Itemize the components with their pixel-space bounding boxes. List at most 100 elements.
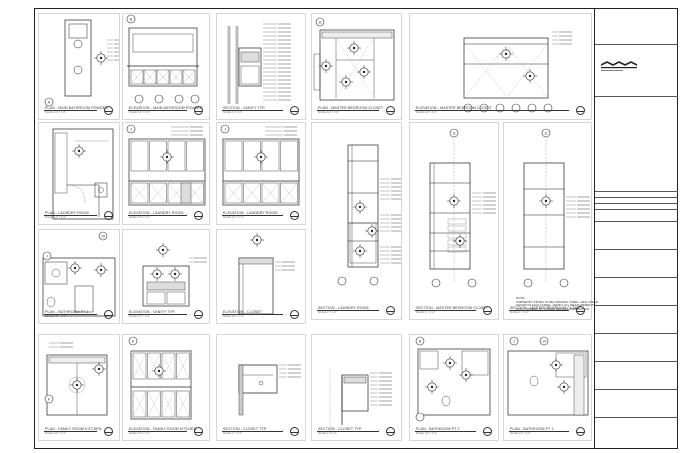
drawing-title: ELEVATION - MAIN BATHROOM POWDER [129,106,203,110]
svg-text:J: J [513,339,515,343]
drawing-panel-17: SECTION - CLOSET TYP.SCALE: 1" = 1'-0" [216,334,306,441]
svg-text:J: J [130,127,132,131]
drawing-scale: SCALE: 1" = 1'-0" [318,432,337,435]
drawing-linework [329,369,392,435]
title-underline [415,110,569,111]
title-block-divider [595,221,678,222]
svg-text:K: K [48,397,51,401]
drawing-number-bubble [483,427,492,436]
drawing-number-bubble [576,427,585,436]
drawing-title: PLAN - MASTER BEDROOM CLOSET [318,106,384,110]
drawing-linework: 11 [313,17,395,101]
title-underline [44,110,97,111]
svg-text:B: B [130,17,133,21]
drawing-number-bubble [290,211,299,220]
title-block-divider [595,417,678,418]
firm-logo [600,60,641,72]
drawing-scale: SCALE: 1/2" = 1'-0" [510,432,531,435]
title-block-divider [595,203,678,204]
drawing-title: ELEVATION - CLOSET [223,310,263,314]
title-underline [317,110,379,111]
title-block-divider [595,209,678,210]
svg-text:11: 11 [318,20,322,24]
drawing-number-bubble [290,106,299,115]
title-underline [222,431,283,432]
drawing-title: PLAN - BATHROOM PT 2 [416,427,460,431]
drawing-linework: J [126,124,206,206]
drawing-scale: SCALE: 1/2" = 1'-0" [223,216,244,219]
drawing-title: SECTION - VANITY TYP. [223,106,266,110]
title-underline [509,310,569,311]
drawing-scale: SCALE: 1/2" = 1'-0" [45,315,66,318]
drawing-title: ELEVATION - FAMILY ROOM KITCHEN [129,427,197,431]
drawing-number-bubble [194,427,203,436]
drawing-title: SECTION - MASTER BEDROOM CLOSET [510,306,583,310]
title-block-divider [595,277,678,278]
title-underline [44,215,97,216]
title-block-divider [595,333,678,334]
sheet-border [34,8,678,449]
drawing-title: PLAN - FAMILY ROOM KITCHEN [45,427,102,431]
title-block-divider [595,197,678,198]
title-underline [128,110,187,111]
title-block [594,8,678,449]
drawing-linework [463,31,572,113]
drawing-number-bubble [194,211,203,220]
title-underline [128,314,187,315]
title-underline [317,310,379,311]
drawing-title: ELEVATION - MASTER BEDROOM CLOSET [416,106,493,110]
title-underline [415,431,476,432]
drawing-scale: SCALE: 1/2" = 1'-0" [129,216,150,219]
title-underline [44,314,97,315]
drawing-number-bubble [104,427,113,436]
drawing-linework: 11 [429,128,496,288]
title-block-divider [595,389,678,390]
title-block-divider [595,191,678,192]
svg-text:J: J [224,127,226,131]
drawing-title: ELEVATION - LAUNDRY ROOM [129,211,184,215]
drawing-scale: SCALE: 1" = 1'-0" [223,432,242,435]
drawing-number-bubble [386,306,395,315]
title-block-divider [595,305,678,306]
title-underline [317,431,379,432]
title-block-divider [595,249,678,250]
drawing-scale: SCALE: 1" = 1'-0" [318,311,337,314]
drawing-number-bubble [386,427,395,436]
drawing-number-bubble [104,310,113,319]
svg-text:11: 11 [544,131,548,135]
title-underline [415,310,476,311]
drawing-scale: SCALE: 1" = 1'-0" [223,111,242,114]
drawing-scale: SCALE: 1/2" = 1'-0" [223,315,244,318]
drawing-title: SECTION - CLOSET TYP. [318,427,363,431]
svg-text:K: K [132,339,135,343]
drawing-number-bubble [194,310,203,319]
title-underline [222,110,283,111]
drawing-linework: K [44,342,108,416]
drawing-title: PLAN - BATHROOM PT 1 [510,427,554,431]
drawing-linework [238,364,301,416]
drawing-linework [142,243,207,307]
svg-text:A: A [48,100,51,104]
drawing-panel-13: ELEVATION - VANITY TYP.SCALE: 1/2" = 1'-… [122,229,210,324]
svg-text:15: 15 [101,234,105,238]
drawing-scale: SCALE: 1/2" = 1'-0" [416,432,437,435]
title-underline [222,215,283,216]
drawing-scale: SCALE: 1/2" = 1'-0" [318,111,339,114]
title-block-divider [595,44,678,45]
drawing-linework [52,128,114,220]
svg-text:11: 11 [452,131,456,135]
